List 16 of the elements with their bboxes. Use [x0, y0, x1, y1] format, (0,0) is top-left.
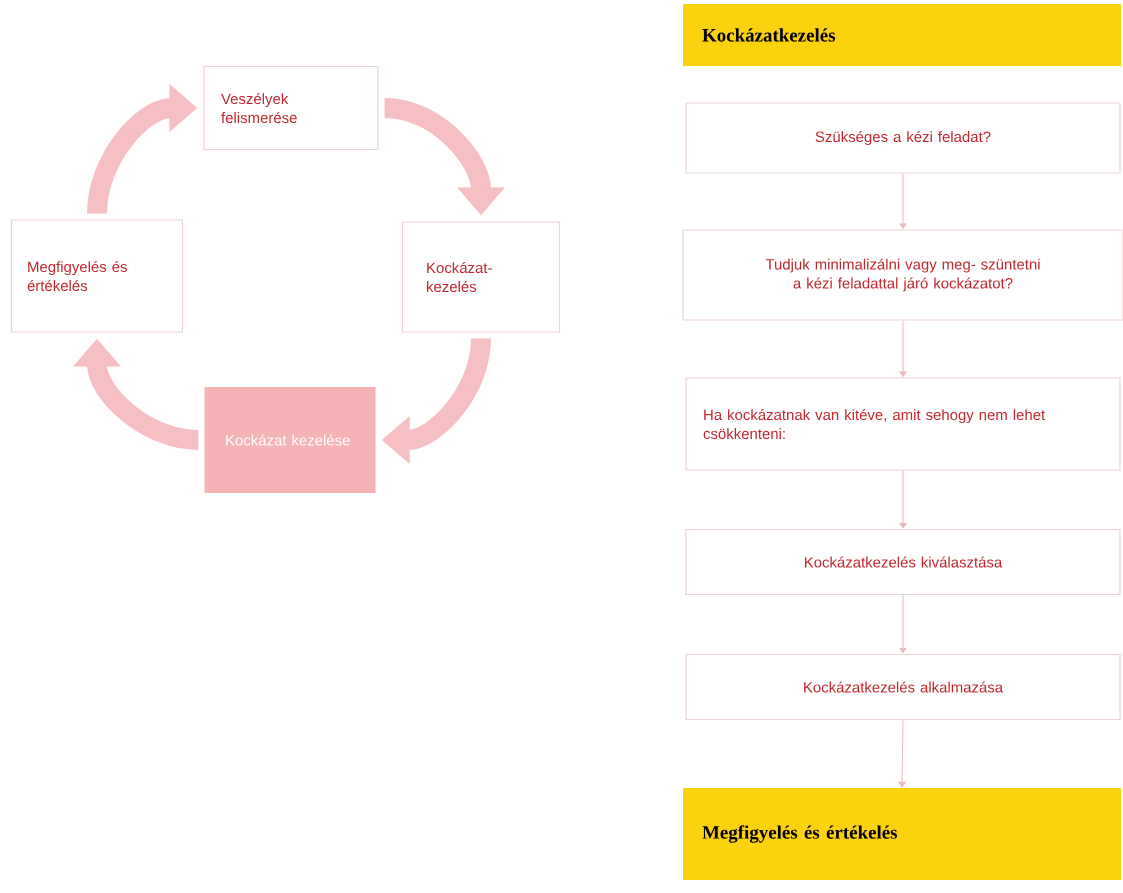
- heading-band: Megfigyelés és értékelés: [683, 788, 1121, 880]
- arrow: [899, 470, 907, 529]
- arrow: [899, 173, 907, 229]
- arrow: [899, 594, 907, 654]
- step-box: Megfigyelés és értékelés: [10, 219, 184, 333]
- process-box: Szükséges a kézi feladat?: [685, 102, 1121, 174]
- process-box: Ha kockázatnak van kitéve, amit sehogy nem lehet csökkenteni:: [685, 377, 1121, 471]
- process-box: Kockázatkezelés alkalmazása: [685, 653, 1121, 721]
- step-box: Kockázat kezelése: [204, 387, 376, 493]
- step-box: Veszélyek felismerése: [203, 65, 379, 151]
- arrow: [898, 719, 906, 788]
- step-box: Kockázat- kezelés: [401, 221, 561, 333]
- arrow: [899, 320, 907, 377]
- process-box: Tudjuk minimalizálni vagy meg- szüntetni a kézi feladattal járó kockázatot?: [682, 229, 1123, 321]
- process-box: Kockázatkezelés kiválasztása: [685, 528, 1121, 596]
- heading-band: Kockázatkezelés: [683, 4, 1121, 66]
